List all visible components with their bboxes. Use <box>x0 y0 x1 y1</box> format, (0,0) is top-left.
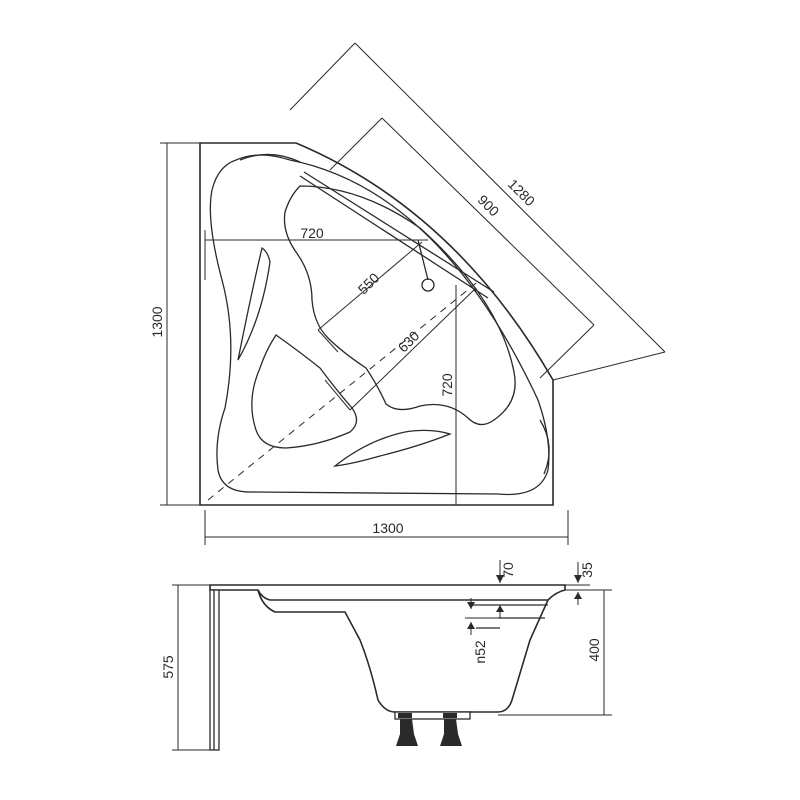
plan-diagonal-centerline <box>207 279 481 501</box>
dimension-label-720-vertical: 720 <box>439 373 455 397</box>
dimension-label-720-horizontal: 720 <box>300 225 324 241</box>
dimension-1280: 1280 <box>289 42 666 381</box>
tub-outer-outline <box>199 142 554 506</box>
tub-rim-contour <box>209 154 550 496</box>
dimension-720-horizontal: 720 <box>204 225 428 280</box>
headrest-recess-lower <box>332 429 452 467</box>
foot-left <box>396 719 418 746</box>
dimension-70: 70 <box>496 560 516 618</box>
headrest-recess-upper <box>237 246 271 361</box>
foot-right-bolt <box>443 713 457 718</box>
foot-right <box>440 719 462 746</box>
dimension-575: 575 <box>160 584 210 751</box>
side-view: 575 70 35 400 <box>160 560 612 751</box>
rim-bar-1 <box>299 175 489 299</box>
side-tub-body <box>257 589 549 713</box>
dimension-720-vertical: 720 <box>439 285 457 505</box>
dimension-label-n52: n52 <box>472 640 488 664</box>
dimension-label-400: 400 <box>586 638 602 662</box>
dimension-label-575: 575 <box>160 655 176 679</box>
rim-bar-2 <box>303 171 495 293</box>
drain-fitting <box>421 278 435 292</box>
dimension-label-1300-horizontal: 1300 <box>372 520 403 536</box>
side-rim <box>209 584 566 601</box>
footwell-recess <box>251 334 358 449</box>
dimension-label-550: 550 <box>355 269 383 297</box>
foot-left-bolt <box>398 713 412 718</box>
corner-seat-top <box>239 153 301 163</box>
dimension-label-1300-vertical: 1300 <box>149 306 165 337</box>
dimension-label-630: 630 <box>395 327 423 355</box>
corner-seat-right <box>539 419 550 475</box>
overflow-pipe <box>417 239 429 281</box>
dimension-label-900: 900 <box>475 192 503 220</box>
dimension-label-70: 70 <box>500 562 516 578</box>
side-feet <box>394 711 471 746</box>
dimension-35: 35 <box>565 562 595 605</box>
dimension-900: 900 <box>329 117 595 379</box>
plan-view: 1280 900 720 720 550 <box>149 42 666 545</box>
dimension-n52: n52 <box>465 598 500 664</box>
dimension-1300-vertical: 1300 <box>149 142 200 506</box>
dimension-label-35: 35 <box>579 562 595 578</box>
dimension-1300-horizontal: 1300 <box>204 510 569 545</box>
dimension-label-1280: 1280 <box>505 176 538 209</box>
tub-basin-outline <box>283 185 516 426</box>
dimension-400: 400 <box>498 589 612 716</box>
